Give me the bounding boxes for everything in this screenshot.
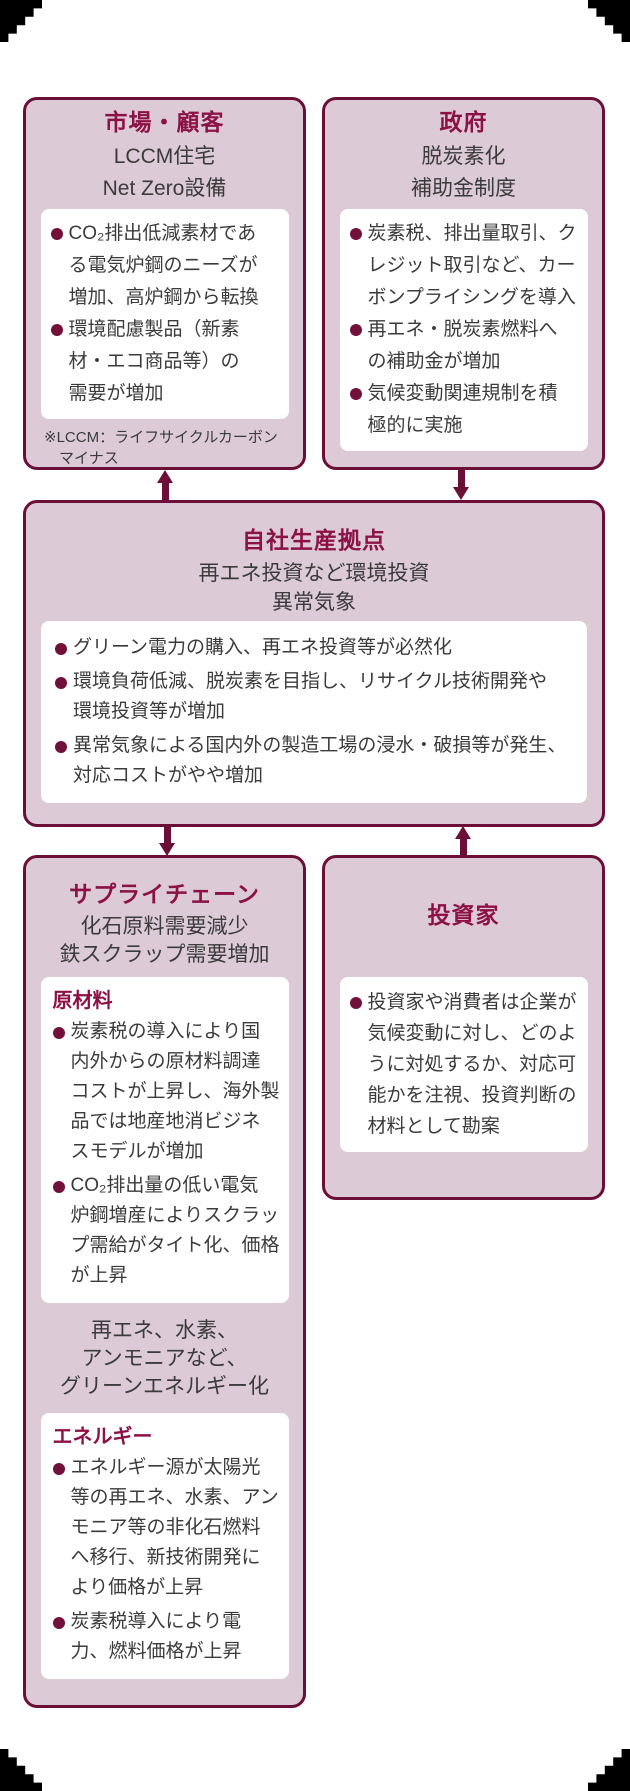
production-subtitle: 再エネ投資など環境投資 異常気象 <box>198 562 430 614</box>
government-bullet-list: 炭素税、排出量取引、ク レジット取引など、カー ボンプライシングを導入 再エネ・… <box>349 218 580 442</box>
energy-heading: エネルギー <box>52 1426 153 1448</box>
bullet-text: エネルギー源が太陽光 等の再エネ、水素、アン モニア等の非化石燃料 へ移行、新技… <box>70 1457 279 1598</box>
arrow-up-icon <box>157 470 173 500</box>
raw-materials-bullet-list: 炭素税の導入により国 内外からの原材料調達 コストが上昇し、海外製 品では地産地… <box>52 1017 281 1291</box>
investors-box: 投資家 投資家や消費者は企業が 気候変動に対し、どのよ うに対処するか、対応可 … <box>322 855 605 1200</box>
bullet-icon <box>55 677 67 689</box>
corner-mark-top-left <box>0 0 42 42</box>
bullet-text: 炭素税導入により電 力、燃料価格が上昇 <box>70 1611 242 1662</box>
bullet-text: 再エネ・脱炭素燃料へ の補助金が増加 <box>367 319 558 372</box>
production-panel: グリーン電力の購入、再エネ投資等が必然化 環境負荷低減、脱炭素を目指し、リサイク… <box>41 621 587 803</box>
list-item: 炭素税導入により電 力、燃料価格が上昇 <box>52 1607 281 1667</box>
bullet-icon <box>349 324 362 336</box>
bullet-text: 炭素税、排出量取引、ク レジット取引など、カー ボンプライシングを導入 <box>367 223 577 308</box>
bullet-text: 環境負荷低減、脱炭素を目指し、リサイクル技術開発や 環境投資等が増加 <box>73 671 548 722</box>
bullet-icon <box>349 997 362 1009</box>
corner-mark-bottom-left <box>0 1749 42 1791</box>
bullet-icon <box>349 388 362 400</box>
investors-panel: 投資家や消費者は企業が 気候変動に対し、どのよ うに対処するか、対応可 能かを注… <box>339 977 588 1152</box>
list-item: 投資家や消費者は企業が 気候変動に対し、どのよ うに対処するか、対応可 能かを注… <box>349 987 580 1142</box>
bullet-icon <box>52 1463 65 1475</box>
list-item: エネルギー源が太陽光 等の再エネ、水素、アン モニア等の非化石燃料 へ移行、新技… <box>52 1453 281 1603</box>
list-item: CO₂排出低減素材であ る電気炉鋼のニーズが 増加、高炉鋼から転換 <box>50 218 281 314</box>
bullet-text: CO₂排出低減素材であ る電気炉鋼のニーズが 増加、高炉鋼から転換 <box>68 223 259 308</box>
list-item: 環境負荷低減、脱炭素を目指し、リサイクル技術開発や 環境投資等が増加 <box>55 667 573 727</box>
arrow-up-icon <box>455 826 471 856</box>
bullet-icon <box>52 1181 65 1193</box>
market-bullet-list: CO₂排出低減素材であ る電気炉鋼のニーズが 増加、高炉鋼から転換 環境配慮製品… <box>50 218 281 410</box>
bullet-icon <box>50 228 63 240</box>
bullet-text: 気候変動関連規制を積 極的に実施 <box>367 383 558 436</box>
investors-title: 投資家 <box>427 902 500 928</box>
production-bullet-list: グリーン電力の購入、再エネ投資等が必然化 環境負荷低減、脱炭素を目指し、リサイク… <box>55 633 573 791</box>
list-item: 環境配慮製品（新素 材・エコ商品等）の 需要が増加 <box>50 314 281 410</box>
list-item: 炭素税、排出量取引、ク レジット取引など、カー ボンプライシングを導入 <box>349 218 580 314</box>
bullet-icon <box>52 1617 65 1629</box>
production-sites-box: 自社生産拠点 再エネ投資など環境投資 異常気象 グリーン電力の購入、再エネ投資等… <box>23 500 605 827</box>
list-item: CO₂排出量の低い電気 炉鋼増産によりスクラッ プ需給がタイト化、価格 が上昇 <box>52 1171 281 1291</box>
government-title: 政府 <box>439 109 488 135</box>
bullet-text: CO₂排出量の低い電気 炉鋼増産によりスクラッ プ需給がタイト化、価格 が上昇 <box>70 1175 280 1286</box>
market-customers-box: 市場・顧客 LCCM住宅 Net Zero設備 CO₂排出低減素材であ る電気炉… <box>23 97 306 470</box>
bullet-text: 環境配慮製品（新素 材・エコ商品等）の 需要が増加 <box>68 319 240 404</box>
green-energy-text: 再エネ、水素、 アンモニアなど、 グリーンエネルギー化 <box>60 1319 269 1398</box>
government-subtitle: 脱炭素化 補助金制度 <box>411 145 516 200</box>
corner-mark-bottom-right <box>588 1749 630 1791</box>
production-title: 自社生産拠点 <box>242 527 386 553</box>
corner-mark-top-right <box>588 0 630 42</box>
bullet-icon <box>55 643 67 655</box>
bullet-text: 投資家や消費者は企業が 気候変動に対し、どのよ うに対処するか、対応可 能かを注… <box>367 992 577 1137</box>
list-item: 異常気象による国内外の製造工場の浸水・破損等が発生、 対応コストがやや増加 <box>55 731 573 791</box>
market-title: 市場・顧客 <box>104 109 225 135</box>
list-item: グリーン電力の購入、再エネ投資等が必然化 <box>55 633 573 663</box>
bullet-text: グリーン電力の購入、再エネ投資等が必然化 <box>73 637 453 658</box>
bullet-text: 異常気象による国内外の製造工場の浸水・破損等が発生、 対応コストがやや増加 <box>73 735 567 786</box>
list-item: 炭素税の導入により国 内外からの原材料調達 コストが上昇し、海外製 品では地産地… <box>52 1017 281 1167</box>
bullet-icon <box>55 741 67 753</box>
arrow-down-icon <box>453 470 469 500</box>
market-subtitle: LCCM住宅 Net Zero設備 <box>102 145 227 200</box>
supply-chain-subtitle: 化石原料需要減少 鉄スクラップ需要増加 <box>59 915 270 966</box>
lccm-footnote: ※LCCM：ライフサイクルカーボン マイナス <box>44 429 278 467</box>
arrow-down-icon <box>159 826 175 856</box>
raw-materials-heading: 原材料 <box>52 990 113 1012</box>
raw-materials-panel: 原材料 炭素税の導入により国 内外からの原材料調達 コストが上昇し、海外製 品で… <box>40 977 289 1303</box>
supply-chain-title: サプライチェーン <box>69 881 260 907</box>
bullet-icon <box>52 1027 65 1039</box>
market-panel: CO₂排出低減素材であ る電気炉鋼のニーズが 増加、高炉鋼から転換 環境配慮製品… <box>40 209 289 419</box>
bullet-icon <box>50 324 63 336</box>
energy-bullet-list: エネルギー源が太陽光 等の再エネ、水素、アン モニア等の非化石燃料 へ移行、新技… <box>52 1453 281 1667</box>
investors-bullet-list: 投資家や消費者は企業が 気候変動に対し、どのよ うに対処するか、対応可 能かを注… <box>349 987 580 1142</box>
list-item: 気候変動関連規制を積 極的に実施 <box>349 378 580 442</box>
list-item: 再エネ・脱炭素燃料へ の補助金が増加 <box>349 314 580 378</box>
government-box: 政府 脱炭素化 補助金制度 炭素税、排出量取引、ク レジット取引など、カー ボン… <box>322 97 605 470</box>
government-panel: 炭素税、排出量取引、ク レジット取引など、カー ボンプライシングを導入 再エネ・… <box>339 209 588 451</box>
energy-panel: エネルギー エネルギー源が太陽光 等の再エネ、水素、アン モニア等の非化石燃料 … <box>40 1413 289 1679</box>
bullet-text: 炭素税の導入により国 内外からの原材料調達 コストが上昇し、海外製 品では地産地… <box>70 1021 280 1162</box>
bullet-icon <box>349 228 362 240</box>
supply-chain-box: サプライチェーン 化石原料需要減少 鉄スクラップ需要増加 原材料 炭素税の導入に… <box>23 855 306 1708</box>
